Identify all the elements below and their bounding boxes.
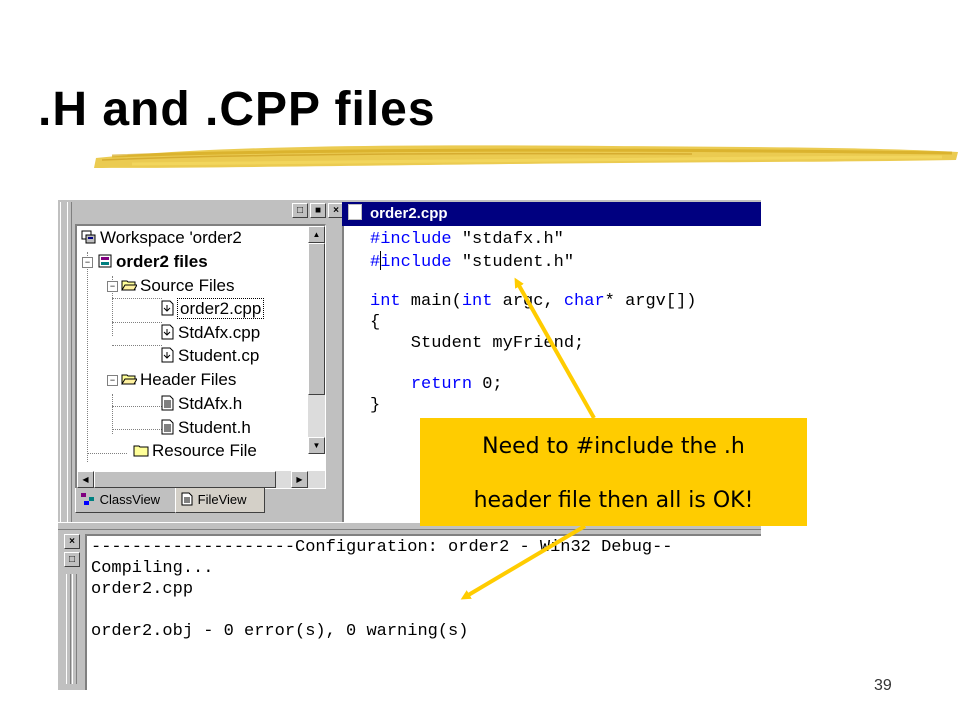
project-icon: [98, 254, 112, 268]
tree-label-resource-files: Resource File: [152, 441, 257, 460]
code-line-4: {: [370, 313, 381, 332]
tree-label-stdafx-h: StdAfx.h: [178, 394, 243, 413]
header-file-icon: [161, 419, 174, 435]
arrow-to-include: [514, 277, 596, 419]
tree-vertical-scrollbar[interactable]: ▲ ▼: [308, 226, 325, 454]
fileview-icon: [181, 492, 193, 506]
tab-fileview[interactable]: FileView: [175, 488, 265, 513]
collapse-header-files-toggle[interactable]: −: [107, 375, 118, 386]
tree-item-header-files[interactable]: Header Files: [121, 369, 236, 391]
file-tree: Workspace 'order2 − order2 files − Sourc…: [75, 224, 326, 489]
tab-label-fileview: FileView: [197, 492, 247, 507]
tree-item-student-h[interactable]: Student.h: [159, 417, 251, 439]
output-close-button[interactable]: ×: [64, 534, 80, 549]
output-gripper-inner: [72, 574, 77, 684]
slide-title: .H and .CPP files: [38, 83, 436, 136]
arrow-to-output: [460, 524, 587, 600]
folder-icon: [133, 445, 149, 457]
tree-item-student-cpp[interactable]: Student.cp: [159, 345, 259, 367]
scroll-down-arrow-icon[interactable]: ▼: [308, 437, 325, 454]
document-icon: [348, 204, 362, 220]
classview-icon: [81, 493, 94, 505]
tree-item-workspace[interactable]: Workspace 'order2: [81, 227, 242, 249]
output-line-2: Compiling...: [91, 559, 214, 578]
tree-item-order2-cpp[interactable]: order2.cpp: [159, 298, 265, 320]
code-line-7: }: [370, 396, 381, 415]
header-file-icon: [161, 395, 174, 411]
output-sidebar: × □: [62, 534, 82, 684]
tree-label-student-h: Student.h: [178, 418, 251, 437]
tree-label-stdafx-cpp: StdAfx.cpp: [178, 323, 261, 342]
output-splitter[interactable]: [58, 522, 761, 530]
tree-item-resource-files[interactable]: Resource File: [133, 440, 257, 462]
callout-line-1: Need to #include the .h: [482, 434, 745, 459]
scroll-right-arrow-icon[interactable]: ▶: [291, 471, 308, 488]
code-line-3: int main(int argc, char* argv[]): [370, 292, 697, 311]
workspace-gripper-inner: [67, 202, 72, 522]
output-line-3: order2.cpp: [91, 580, 194, 599]
code-line-5: Student myFriend;: [370, 334, 585, 353]
scroll-up-arrow-icon[interactable]: ▲: [308, 226, 325, 243]
tree-item-project[interactable]: order2 files: [97, 251, 208, 273]
code-line-1: #include "stdafx.h": [370, 230, 564, 249]
workspace-maximize-button[interactable]: □: [292, 203, 308, 218]
editor-title: order2.cpp: [370, 205, 448, 222]
text-cursor: [380, 251, 382, 270]
horizontal-scroll-thumb[interactable]: [94, 471, 276, 488]
tree-item-source-files[interactable]: Source Files: [121, 275, 234, 297]
cpp-file-icon: [161, 300, 174, 316]
tab-label-classview: ClassView: [99, 492, 161, 507]
build-output[interactable]: --------------------Configuration: order…: [85, 534, 761, 690]
page-number: 39: [874, 677, 892, 694]
title-underline-brushstroke: [94, 145, 958, 168]
tree-horizontal-scrollbar[interactable]: ◀ ▶: [77, 471, 325, 488]
open-folder-icon: [121, 280, 137, 291]
workspace-tabs: ClassView FileView: [75, 488, 325, 516]
tree-label-student-cpp: Student.cp: [178, 346, 260, 365]
workspace-restore-icon[interactable]: ■: [310, 203, 326, 218]
tree-label-source-files: Source Files: [140, 276, 235, 295]
cpp-file-icon: [161, 324, 174, 340]
tree-label-workspace: Workspace 'order2: [100, 228, 242, 247]
callout-box: Need to #include the .h header file then…: [420, 418, 807, 526]
output-line-5: order2.obj - 0 error(s), 0 warning(s): [91, 622, 469, 641]
code-line-6: return 0;: [410, 375, 503, 394]
collapse-source-files-toggle[interactable]: −: [107, 281, 118, 292]
collapse-project-toggle[interactable]: −: [82, 257, 93, 268]
callout-line-2: header file then all is OK!: [473, 488, 754, 513]
output-restore-icon[interactable]: □: [64, 552, 80, 567]
scroll-left-arrow-icon[interactable]: ◀: [77, 471, 94, 488]
vertical-scroll-thumb[interactable]: [308, 243, 325, 395]
output-gripper[interactable]: [66, 574, 71, 684]
tree-label-order2-cpp: order2.cpp: [176, 298, 265, 319]
tree-item-stdafx-h[interactable]: StdAfx.h: [159, 393, 242, 415]
tree-item-stdafx-cpp[interactable]: StdAfx.cpp: [159, 322, 260, 344]
code-line-2: #include "student.h": [370, 251, 575, 272]
tree-label-header-files: Header Files: [140, 370, 237, 389]
cpp-file-icon: [161, 347, 174, 363]
editor-title-bar[interactable]: order2.cpp: [342, 202, 761, 226]
workspace-icon: [81, 230, 96, 244]
output-line-1: --------------------Configuration: order…: [91, 538, 673, 557]
open-folder-icon: [121, 374, 137, 385]
tree-label-project: order2 files: [116, 252, 208, 271]
